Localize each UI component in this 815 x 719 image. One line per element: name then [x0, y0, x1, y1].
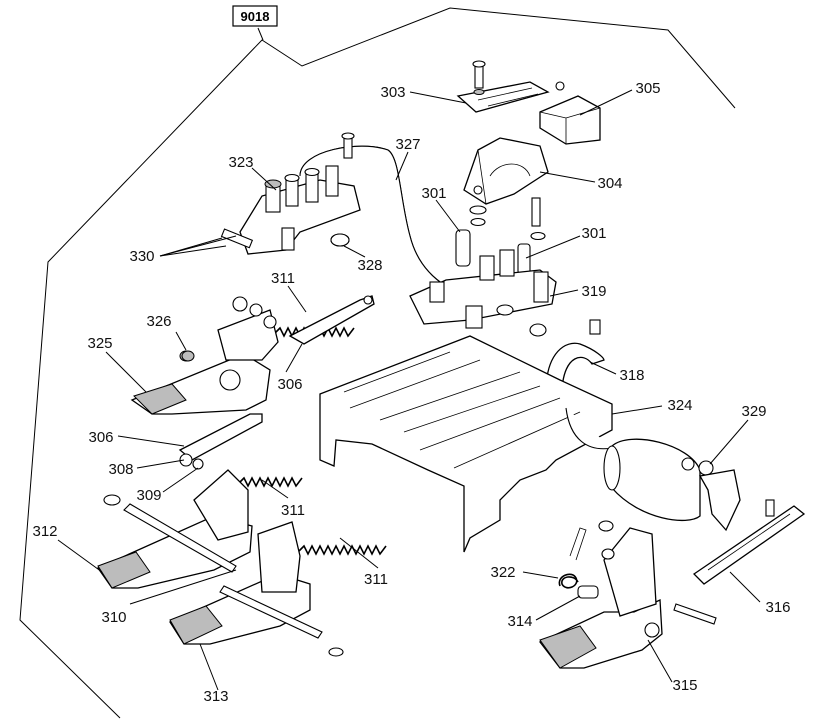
callout-322: 322: [490, 564, 515, 581]
part-329-motor: [603, 438, 714, 522]
callout-323: 323: [228, 154, 253, 171]
callout-329: 329: [741, 403, 766, 420]
callout-309: 309: [136, 487, 161, 504]
part-323-valve-assembly: [220, 165, 361, 255]
part-326-washer: [181, 350, 195, 362]
reference-leader: [257, 27, 264, 41]
callout-311-lower: 311: [364, 571, 388, 588]
callout-328: 328: [357, 257, 382, 274]
callout-301-right: 301: [581, 225, 606, 242]
callout-324: 324: [667, 397, 692, 414]
callout-311-middle: 311: [281, 502, 305, 519]
leader-lines: [57, 89, 761, 691]
part-328-nut: [330, 233, 350, 247]
reference-code-box: 9018: [232, 5, 278, 27]
callout-306-upper: 306: [277, 376, 302, 393]
callout-303: 303: [380, 84, 405, 101]
callout-330: 330: [129, 248, 154, 265]
part-316-lever: [692, 469, 806, 585]
reference-code-text: 9018: [241, 9, 270, 24]
part-303-bracket-plate: [456, 60, 550, 113]
callout-labels: 303 305 327 323 304 301 301 330 328 311 …: [32, 80, 790, 705]
part-311-spring-lower: [297, 544, 387, 556]
part-304-mount-block: [463, 137, 549, 205]
part-313-pedal: [169, 521, 344, 657]
callout-319: 319: [581, 283, 606, 300]
part-314-bushing: [577, 520, 615, 599]
part-324-frame: [319, 335, 613, 553]
callout-308: 308: [108, 461, 133, 478]
callout-310: 310: [101, 609, 126, 626]
callout-316: 316: [765, 599, 790, 616]
callout-305: 305: [635, 80, 660, 97]
callout-326: 326: [146, 313, 171, 330]
part-311-spring-middle: [237, 476, 303, 488]
callout-311-upper: 311: [271, 270, 295, 287]
part-319-valve-block: [409, 249, 601, 337]
part-325-pedal: [130, 296, 279, 415]
part-301-bolts: [455, 197, 546, 275]
callout-306-lower: 306: [88, 429, 113, 446]
callout-312: 312: [32, 523, 57, 540]
callout-318: 318: [619, 367, 644, 384]
part-305-cover: [539, 81, 601, 145]
callout-314: 314: [507, 613, 532, 630]
callout-325: 325: [87, 335, 112, 352]
callout-327: 327: [395, 136, 420, 153]
diagram-boundary-outline: [19, 7, 736, 719]
callout-301-upper: 301: [421, 185, 446, 202]
part-306-link-upper: [288, 295, 375, 345]
part-322-torsion-spring: [558, 527, 587, 589]
callout-313: 313: [203, 688, 228, 705]
callout-315: 315: [672, 677, 697, 694]
part-312-pedal: [97, 469, 253, 589]
part-315-pedal: [538, 527, 717, 669]
callout-304: 304: [597, 175, 622, 192]
